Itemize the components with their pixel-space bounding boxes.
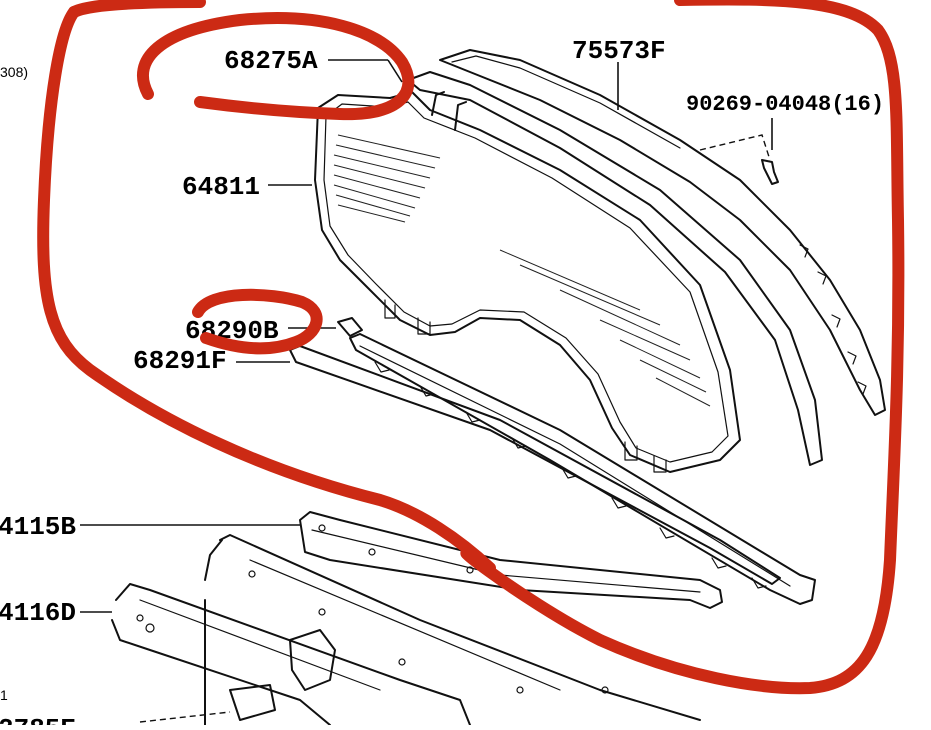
clip-fastener	[699, 118, 779, 185]
corner-text-top: 308)	[0, 64, 28, 80]
label-90269: 90269-04048(16)	[686, 92, 884, 117]
glass-hatching	[333, 134, 711, 407]
outline-assembly	[37, 0, 905, 695]
corner-text-bottom: 1	[0, 687, 8, 703]
red-annotations	[37, 0, 905, 695]
label-68291F: 68291F	[133, 346, 227, 376]
label-2785E: 2785E	[0, 714, 76, 725]
back-window-glass	[314, 91, 741, 473]
weatherstrip-molding	[407, 49, 886, 466]
part-labels: 68275A 75573F 90269-04048(16) 64811 6829…	[0, 36, 884, 730]
circle-68290B	[192, 288, 323, 355]
outline-top	[68, 0, 206, 18]
label-75573F: 75573F	[572, 36, 666, 66]
run-channel-assembly	[289, 317, 816, 605]
lower-panel-4116D	[111, 534, 701, 726]
label-64811: 64811	[182, 172, 260, 202]
label-4115B: 4115B	[0, 512, 76, 542]
label-4116D: 4116D	[0, 598, 76, 628]
channel-clips	[374, 361, 767, 589]
label-68275A: 68275A	[224, 46, 318, 76]
circle-68275A	[137, 12, 415, 121]
leader-lines	[80, 59, 619, 613]
